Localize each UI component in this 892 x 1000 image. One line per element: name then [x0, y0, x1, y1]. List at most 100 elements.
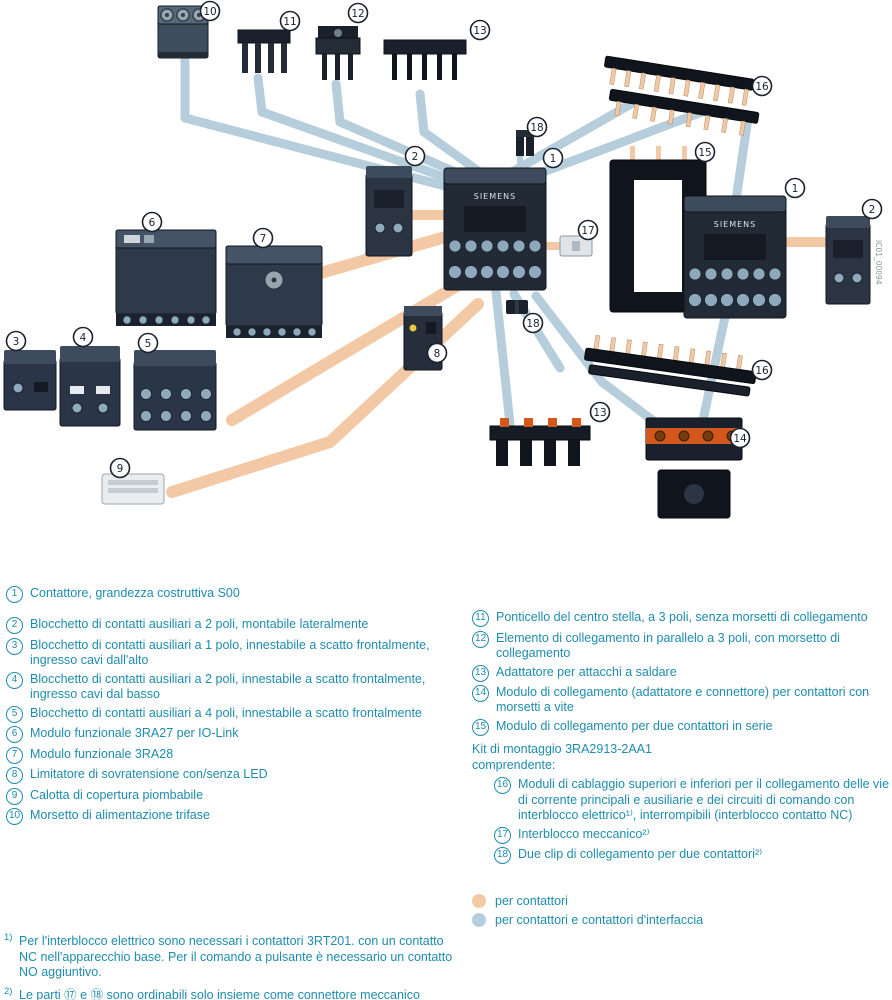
component-solder-adapter-top [383, 39, 467, 80]
callout-17: 17 [577, 219, 599, 241]
legend-item-10: 10 Morsetto di alimentazione trifase [6, 808, 464, 825]
component-clip-lower [506, 300, 528, 314]
legend-number-2: 2 [6, 617, 23, 634]
legend-text: Adattatore per attacchi a saldare [496, 664, 677, 679]
contactor-brand-label: SIEMENS [714, 220, 757, 229]
legend-number-14: 14 [472, 685, 489, 702]
component-function-module-3ra28 [225, 245, 323, 338]
legend-text: Due clip di collegamento per due contatt… [518, 847, 763, 861]
legend-number-11: 11 [472, 610, 489, 627]
legend-number-15: 15 [472, 719, 489, 736]
callout-4: 4 [72, 326, 94, 348]
legend-item-2: 2 Blocchetto di contatti ausiliari a 2 po… [6, 617, 464, 634]
svg-text:6: 6 [149, 217, 156, 229]
legend-number-1: 1 [6, 586, 23, 603]
legend-text: Calotta di copertura piombabile [30, 787, 204, 802]
legend-number-5: 5 [6, 705, 23, 723]
callout-10: 10 [199, 0, 221, 22]
svg-text:4: 4 [80, 332, 87, 344]
legend-number-10: 10 [6, 808, 23, 825]
legend-text: Elemento di collegamento in parallelo a … [496, 630, 840, 660]
footnote-text: Le parti ⑰ e ⑱ sono ordinabili solo insi… [19, 987, 420, 1000]
component-star-jumper [237, 29, 291, 73]
legend-text: Modulo funzionale 3RA27 per IO-Link [30, 726, 239, 740]
color-key-label: per contattori [495, 894, 568, 908]
callout-1: 1 [784, 177, 806, 199]
figure-id: IC01_00094 [874, 240, 883, 285]
callout-5: 5 [137, 332, 159, 354]
legend-text: Limitatore di sovratensione con/senza LE… [30, 767, 268, 781]
svg-text:9: 9 [117, 463, 124, 475]
svg-text:18: 18 [530, 122, 543, 134]
legend-number-8: 8 [6, 767, 23, 784]
legend-text: Modulo funzionale 3RA28 [30, 746, 174, 761]
svg-text:16: 16 [755, 81, 769, 93]
legend-item-7: 7 Modulo funzionale 3RA28 [6, 746, 464, 764]
callout-14: 14 [729, 427, 751, 449]
svg-text:2: 2 [869, 204, 876, 216]
legend-text: Moduli di cablaggio superiori e inferior… [518, 777, 890, 822]
svg-text:2: 2 [412, 151, 419, 163]
connector-blue [531, 291, 673, 437]
svg-text:1: 1 [792, 183, 799, 195]
svg-text:10: 10 [203, 6, 216, 18]
legend-text: Blocchetto di contatti ausiliari a 2 pol… [30, 671, 426, 701]
component-aux-2pole [59, 346, 121, 427]
connector-blue [253, 73, 477, 192]
component-aux-1pole [3, 350, 57, 411]
callout-15: 15 [694, 141, 716, 163]
kit-subtitle: comprendente: [472, 757, 556, 772]
svg-text:7: 7 [260, 233, 267, 245]
component-contactor-1: SIEMENS [443, 167, 547, 291]
callout-11: 11 [279, 10, 301, 32]
svg-text:13: 13 [473, 25, 486, 37]
kit-section: Kit di montaggio 3RA2913-2AA1 comprenden… [472, 742, 890, 864]
legend-number-13: 13 [472, 664, 489, 682]
connector-blue [491, 287, 515, 429]
footnotes: 1)Per l'interblocco elettrico sono neces… [4, 932, 456, 1000]
component-aux-lateral-1 [365, 166, 413, 257]
legend-number-9: 9 [6, 787, 23, 805]
svg-text:5: 5 [145, 338, 152, 350]
legend-text: Morsetto di alimentazione trifase [30, 808, 210, 822]
legend-text: Blocchetto di contatti ausiliari a 4 pol… [30, 705, 422, 720]
svg-text:11: 11 [283, 16, 296, 28]
svg-text:16: 16 [755, 365, 769, 377]
legend-item-5: 5 Blocchetto di contatti ausiliari a 4 po… [6, 705, 464, 723]
component-contactor-2: SIEMENS [683, 195, 787, 319]
connector-blue [415, 89, 493, 183]
footnote-1: 1)Per l'interblocco elettrico sono neces… [4, 932, 456, 981]
kit-title: Kit di montaggio 3RA2913-2AA1 [472, 742, 652, 756]
legend-number-3: 3 [6, 637, 23, 655]
connector-blue [731, 113, 753, 205]
callout-6: 6 [141, 211, 163, 233]
callout-18: 18 [526, 116, 548, 138]
svg-text:14: 14 [733, 433, 747, 445]
component-clip-top [516, 130, 534, 156]
component-connection-module [645, 417, 743, 519]
footnote-2: 2)Le parti ⑰ e ⑱ sono ordinabili solo in… [4, 986, 456, 1000]
callout-16: 16 [751, 359, 773, 381]
color-key-label: per contattori e contattori d'interfacci… [495, 913, 704, 927]
callout-9: 9 [109, 457, 131, 479]
svg-text:1: 1 [550, 153, 557, 165]
component-sealable-cover [101, 473, 165, 505]
legend-number-18: 18 [494, 847, 511, 864]
component-wiring-comb-upper [604, 55, 760, 136]
legend-number-7: 7 [6, 746, 23, 764]
legend-item-13: 13 Adattatore per attacchi a saldare [472, 664, 890, 682]
component-supply-terminal [157, 5, 209, 59]
footnote-marker: 1) [4, 932, 13, 943]
legend-text: Blocchetto di contatti ausiliari a 2 pol… [30, 617, 369, 631]
